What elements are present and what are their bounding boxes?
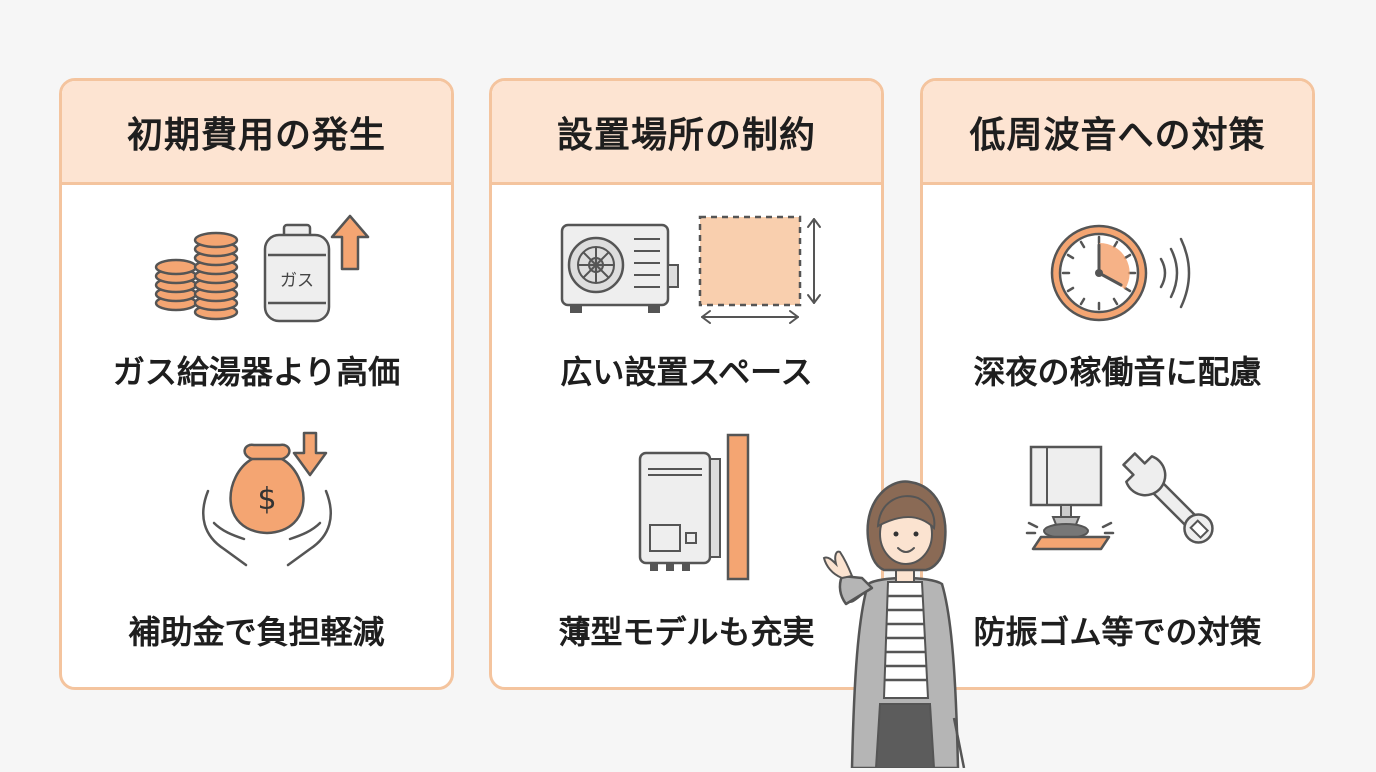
card-initial-cost: 初期費用の発生 [59, 78, 454, 690]
item-caption: 防振ゴム等での対策 [973, 613, 1262, 651]
item-caption: 薄型モデルも充実 [558, 613, 815, 651]
money-bag-hands-price-down-icon: $ [192, 431, 342, 571]
item-caption: 深夜の稼働音に配慮 [973, 353, 1262, 391]
gas-label: ガス [280, 271, 314, 291]
card-title: 設置場所の制約 [492, 81, 881, 185]
slim-unit-against-wall-icon [636, 433, 756, 583]
item-caption: 補助金で負担軽減 [128, 613, 385, 651]
card-title: 低周波音への対策 [923, 81, 1312, 185]
card-installation-space: 設置場所の制約 [489, 78, 884, 690]
outdoor-unit-space-icon [556, 213, 826, 328]
item-caption: ガス給湯器より高価 [112, 353, 401, 391]
card-title: 初期費用の発生 [62, 81, 451, 185]
presenter-woman-icon [818, 478, 988, 772]
item-caption: 広い設置スペース [560, 353, 813, 391]
vibration-pad-wrench-icon [1023, 443, 1233, 563]
coins-gas-cylinder-price-up-icon: ガス [150, 211, 380, 326]
clock-sound-waves-icon [1049, 221, 1209, 331]
card-low-frequency-noise: 低周波音への対策 [920, 78, 1315, 690]
bag-symbol: $ [257, 482, 276, 517]
